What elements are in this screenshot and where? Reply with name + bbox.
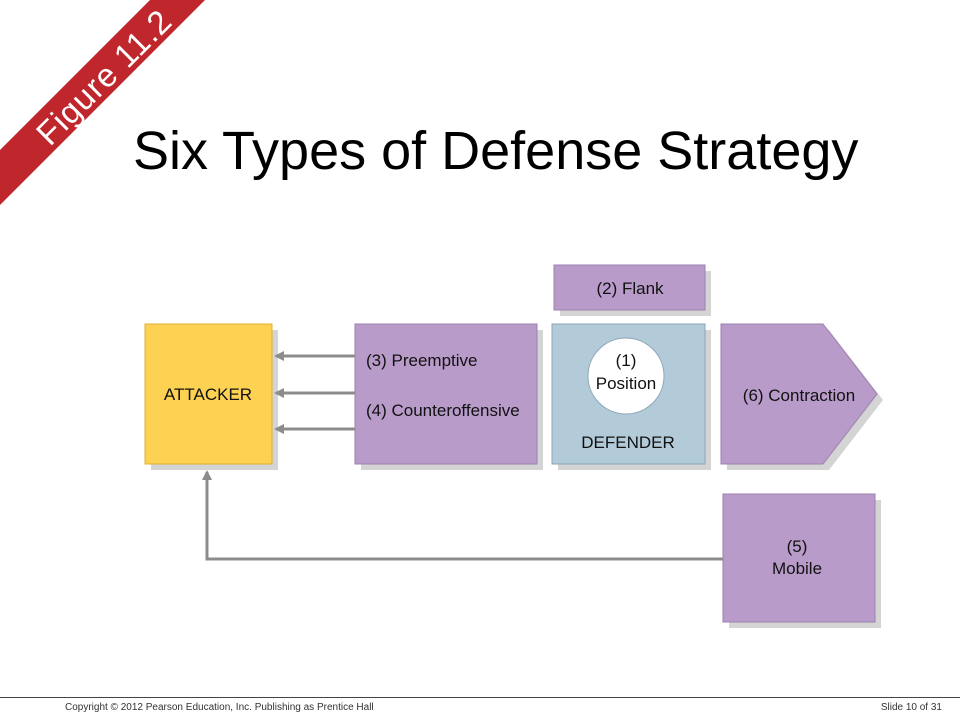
banner-ribbon (0, 0, 205, 205)
position-label: Position (596, 374, 656, 393)
contraction-label: (6) Contraction (743, 386, 855, 405)
mobile-arrow (202, 470, 723, 561)
flank-label: (2) Flank (596, 279, 664, 298)
position-circle (587, 337, 665, 415)
figure-banner: Figure 11.2 (0, 0, 220, 220)
mobile-box (722, 493, 876, 623)
attacker-label: ATTACKER (164, 385, 252, 404)
defender-label: DEFENDER (581, 433, 675, 452)
footer-divider (0, 697, 960, 698)
mobile-label: Mobile (772, 559, 822, 578)
contraction-box (720, 323, 878, 465)
footer-slide-number: Slide 10 of 31 (880, 702, 942, 713)
footer-copyright: Copyright © 2012 Pearson Education, Inc.… (65, 702, 374, 713)
attack-arrows (274, 351, 355, 434)
mobile-number: (5) (787, 537, 808, 556)
position-number: (1) (616, 351, 637, 370)
preemptive-label: (3) Preemptive (366, 351, 477, 370)
counteroffensive-label: (4) Counteroffensive (366, 401, 520, 420)
banner-ribbon-shape (0, 0, 205, 205)
flank-box (553, 264, 706, 311)
preemptive-counteroffensive-box (354, 323, 538, 465)
slide-title: Six Types of Defense Strategy (133, 121, 859, 181)
mobile-arrow-line (202, 470, 723, 561)
attacker-box (144, 323, 273, 465)
